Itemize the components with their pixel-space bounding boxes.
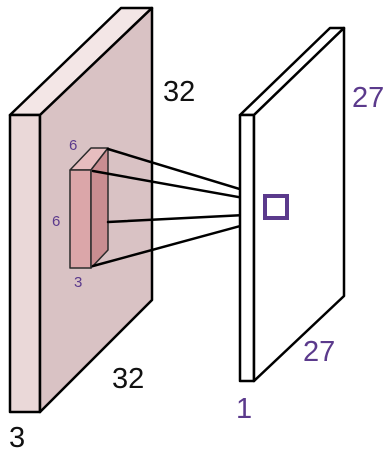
- filter-depth-label: 3: [74, 274, 82, 291]
- output-map-front-face: [252, 26, 346, 383]
- input-width-label: 32: [163, 76, 195, 108]
- output-map: [238, 26, 346, 383]
- output-depth-label: 1: [236, 393, 252, 425]
- output-width-label: 27: [303, 336, 335, 368]
- filter-block: [69, 147, 109, 269]
- output-neuron: [263, 194, 289, 220]
- filter-side-face: [69, 169, 92, 269]
- filter-front-face: [90, 147, 109, 269]
- input-height-label: 32: [112, 363, 144, 395]
- filter-height-label: 6: [52, 213, 60, 230]
- input-volume-side-face: [8, 113, 42, 414]
- input-depth-label: 3: [9, 422, 25, 451]
- projection-line: [91, 169, 268, 204]
- projection-line: [91, 217, 268, 268]
- output-height-label: 27: [352, 82, 384, 114]
- filter-width-label: 6: [69, 137, 77, 154]
- output-map-side-face: [238, 113, 256, 383]
